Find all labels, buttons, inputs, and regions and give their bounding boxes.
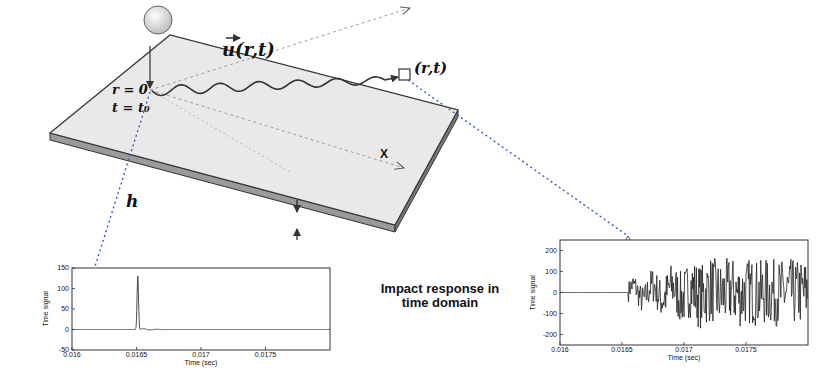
tick-mark — [201, 347, 202, 350]
thickness-arrow — [296, 200, 297, 212]
tick-mark — [265, 347, 266, 350]
axis-title: Time (sec) — [185, 359, 218, 367]
tick-mark — [72, 347, 73, 350]
plot-frame — [72, 268, 330, 350]
tick-label: 0.017 — [192, 351, 210, 359]
tick-label: 0.017 — [675, 346, 693, 354]
tick-label: 0.0175 — [255, 351, 276, 359]
tick-mark — [72, 268, 75, 269]
tick-mark — [560, 342, 561, 345]
tick-label: 0.0175 — [735, 346, 756, 354]
tick-mark — [684, 342, 685, 345]
tick-mark — [560, 250, 563, 251]
tick-label: 0.016 — [63, 351, 81, 359]
tick-mark — [560, 313, 563, 314]
tick-label: 0.0165 — [126, 351, 147, 359]
leader-line — [92, 92, 150, 276]
time-label: t = t₀ — [112, 101, 150, 115]
axis-title: Time signal — [42, 291, 50, 327]
axis-line — [150, 90, 404, 168]
tick-mark — [746, 342, 747, 345]
signal-trace — [560, 258, 808, 328]
vector-arrow — [226, 37, 240, 38]
tick-label: 50 — [61, 305, 69, 313]
impact-arrow — [149, 46, 151, 88]
signal-trace — [72, 276, 330, 330]
tick-label: 0.0165 — [611, 346, 632, 354]
vector-label: u(r,t) — [222, 40, 275, 60]
signal-plots — [72, 251, 808, 351]
tick-mark — [560, 334, 563, 335]
tick-label: -200 — [543, 331, 557, 339]
tick-label: 0 — [553, 289, 557, 297]
tick-label: 100 — [545, 268, 557, 276]
sensor-point — [399, 69, 410, 80]
plate — [50, 35, 458, 225]
tick-label: 100 — [57, 285, 69, 293]
tick-mark — [136, 347, 137, 350]
thickness-arrow — [296, 229, 297, 240]
axis-line — [150, 90, 290, 172]
tick-mark — [560, 271, 563, 272]
point-label: (r,t) — [414, 60, 447, 77]
tick-mark — [72, 288, 75, 289]
wave-arrow — [385, 77, 398, 80]
tick-label: 200 — [545, 247, 557, 255]
axis-title: Time (sec) — [668, 354, 701, 362]
axis-title: Time signal — [529, 275, 537, 311]
tick-mark — [72, 309, 75, 310]
axis-label: X — [380, 148, 388, 161]
thickness-label: h — [126, 192, 138, 211]
origin-label: r = 0 — [112, 83, 148, 97]
tick-label: 0 — [65, 326, 69, 334]
leader-line — [408, 80, 628, 236]
tick-mark — [72, 350, 75, 351]
impact-ball — [144, 6, 172, 34]
wave-line — [152, 77, 385, 96]
plot-frame — [560, 240, 808, 345]
caption-text: Impact response in time domain — [375, 282, 505, 311]
tick-label: 150 — [57, 264, 69, 272]
tick-label: -100 — [543, 310, 557, 318]
tick-mark — [622, 342, 623, 345]
tick-label: 0.016 — [551, 346, 569, 354]
